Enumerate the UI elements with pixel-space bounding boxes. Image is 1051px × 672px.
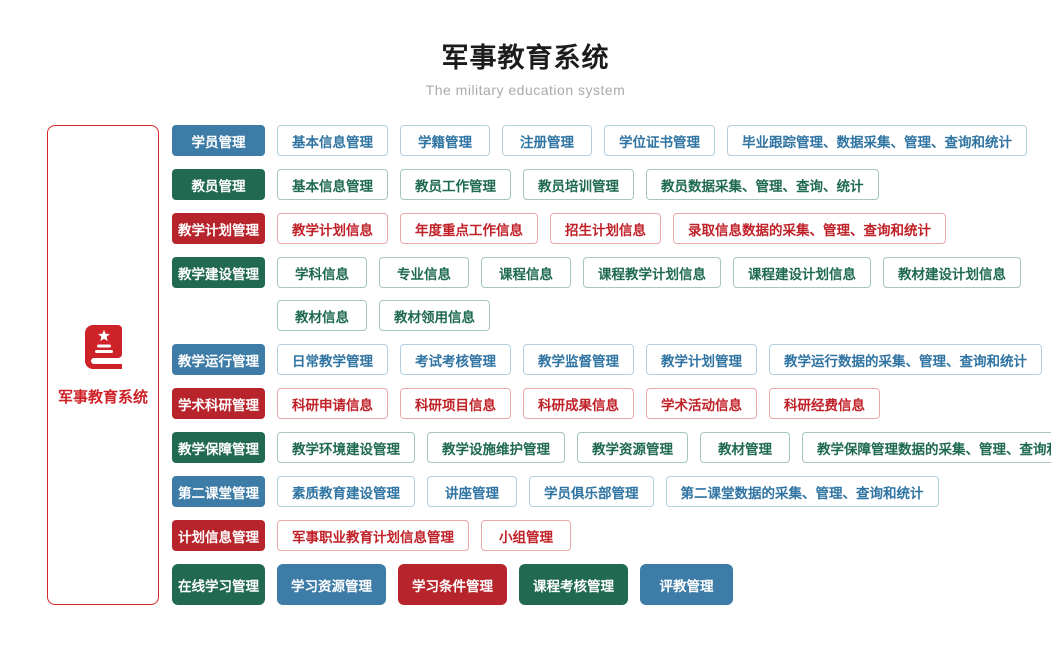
module-button[interactable]: 基本信息管理	[277, 169, 388, 200]
items-line: 学科信息专业信息课程信息课程教学计划信息课程建设计划信息教材建设计划信息	[277, 257, 1021, 288]
items-line: 科研申请信息科研项目信息科研成果信息学术活动信息科研经费信息	[277, 388, 880, 419]
module-button[interactable]: 教学运行数据的采集、管理、查询和统计	[769, 344, 1042, 375]
category-button[interactable]: 教学运行管理	[172, 344, 265, 375]
module-button[interactable]: 学位证书管理	[604, 125, 715, 156]
module-button[interactable]: 考试考核管理	[400, 344, 511, 375]
rows: 学员管理基本信息管理学籍管理注册管理学位证书管理毕业跟踪管理、数据采集、管理、查…	[172, 125, 1051, 605]
module-button[interactable]: 科研经费信息	[769, 388, 880, 419]
book-star-icon	[80, 323, 126, 374]
items-line: 军事职业教育计划信息管理小组管理	[277, 520, 571, 551]
category-button[interactable]: 学员管理	[172, 125, 265, 156]
module-button[interactable]: 科研申请信息	[277, 388, 388, 419]
module-button[interactable]: 课程建设计划信息	[733, 257, 871, 288]
category-button[interactable]: 计划信息管理	[172, 520, 265, 551]
category-items: 日常教学管理考试考核管理教学监督管理教学计划管理教学运行数据的采集、管理、查询和…	[277, 344, 1042, 375]
category-row: 教学保障管理教学环境建设管理教学设施维护管理教学资源管理教材管理教学保障管理数据…	[172, 432, 1051, 463]
module-button[interactable]: 教材信息	[277, 300, 367, 331]
module-button[interactable]: 第二课堂数据的采集、管理、查询和统计	[665, 476, 939, 507]
module-button[interactable]: 课程信息	[481, 257, 571, 288]
category-button[interactable]: 教学建设管理	[172, 257, 265, 288]
category-button[interactable]: 学术科研管理	[172, 388, 265, 419]
module-button[interactable]: 课程教学计划信息	[583, 257, 721, 288]
module-button[interactable]: 学科信息	[277, 257, 367, 288]
module-button[interactable]: 年度重点工作信息	[400, 213, 538, 244]
module-button[interactable]: 教学监督管理	[523, 344, 634, 375]
items-line: 素质教育建设管理讲座管理学员俱乐部管理第二课堂数据的采集、管理、查询和统计	[277, 476, 939, 507]
module-button[interactable]: 教学计划管理	[646, 344, 757, 375]
category-button[interactable]: 教学保障管理	[172, 432, 265, 463]
module-button[interactable]: 录取信息数据的采集、管理、查询和统计	[673, 213, 946, 244]
category-row: 教学计划管理教学计划信息年度重点工作信息招生计划信息录取信息数据的采集、管理、查…	[172, 213, 1051, 244]
items-line: 基本信息管理学籍管理注册管理学位证书管理毕业跟踪管理、数据采集、管理、查询和统计	[277, 125, 1027, 156]
module-button[interactable]: 日常教学管理	[277, 344, 388, 375]
category-row: 第二课堂管理素质教育建设管理讲座管理学员俱乐部管理第二课堂数据的采集、管理、查询…	[172, 476, 1051, 507]
category-button[interactable]: 教学计划管理	[172, 213, 265, 244]
module-button[interactable]: 招生计划信息	[550, 213, 661, 244]
module-button[interactable]: 评教管理	[640, 564, 733, 605]
module-button[interactable]: 教材建设计划信息	[883, 257, 1021, 288]
module-button[interactable]: 教员培训管理	[523, 169, 634, 200]
items-line: 教学环境建设管理教学设施维护管理教学资源管理教材管理教学保障管理数据的采集、管理…	[277, 432, 1051, 463]
category-row: 计划信息管理军事职业教育计划信息管理小组管理	[172, 520, 1051, 551]
module-button[interactable]: 教学环境建设管理	[277, 432, 415, 463]
module-button[interactable]: 基本信息管理	[277, 125, 388, 156]
items-line: 日常教学管理考试考核管理教学监督管理教学计划管理教学运行数据的采集、管理、查询和…	[277, 344, 1042, 375]
category-row: 教学建设管理学科信息专业信息课程信息课程教学计划信息课程建设计划信息教材建设计划…	[172, 257, 1051, 331]
category-items: 科研申请信息科研项目信息科研成果信息学术活动信息科研经费信息	[277, 388, 880, 419]
module-button[interactable]: 小组管理	[481, 520, 571, 551]
category-button[interactable]: 教员管理	[172, 169, 265, 200]
category-items: 基本信息管理学籍管理注册管理学位证书管理毕业跟踪管理、数据采集、管理、查询和统计	[277, 125, 1027, 156]
module-button[interactable]: 学员俱乐部管理	[529, 476, 654, 507]
category-items: 军事职业教育计划信息管理小组管理	[277, 520, 571, 551]
category-items: 教学计划信息年度重点工作信息招生计划信息录取信息数据的采集、管理、查询和统计	[277, 213, 946, 244]
items-line: 教学计划信息年度重点工作信息招生计划信息录取信息数据的采集、管理、查询和统计	[277, 213, 946, 244]
module-button[interactable]: 注册管理	[502, 125, 592, 156]
system-root-card[interactable]: 军事教育系统	[47, 125, 159, 605]
category-items: 教学环境建设管理教学设施维护管理教学资源管理教材管理教学保障管理数据的采集、管理…	[277, 432, 1051, 463]
category-items: 学科信息专业信息课程信息课程教学计划信息课程建设计划信息教材建设计划信息教材信息…	[277, 257, 1021, 331]
diagram-content: 军事教育系统 学员管理基本信息管理学籍管理注册管理学位证书管理毕业跟踪管理、数据…	[47, 125, 1051, 605]
module-button[interactable]: 科研成果信息	[523, 388, 634, 419]
module-button[interactable]: 教员数据采集、管理、查询、统计	[646, 169, 879, 200]
category-row: 学员管理基本信息管理学籍管理注册管理学位证书管理毕业跟踪管理、数据采集、管理、查…	[172, 125, 1051, 156]
category-items: 素质教育建设管理讲座管理学员俱乐部管理第二课堂数据的采集、管理、查询和统计	[277, 476, 939, 507]
category-row: 教员管理基本信息管理教员工作管理教员培训管理教员数据采集、管理、查询、统计	[172, 169, 1051, 200]
page-title: 军事教育系统	[441, 43, 610, 73]
module-button[interactable]: 学术活动信息	[646, 388, 757, 419]
category-row: 在线学习管理学习资源管理学习条件管理课程考核管理评教管理	[172, 564, 1051, 605]
module-button[interactable]: 学习条件管理	[398, 564, 507, 605]
module-button[interactable]: 教材领用信息	[379, 300, 490, 331]
category-row: 学术科研管理科研申请信息科研项目信息科研成果信息学术活动信息科研经费信息	[172, 388, 1051, 419]
category-items: 基本信息管理教员工作管理教员培训管理教员数据采集、管理、查询、统计	[277, 169, 879, 200]
page-header: 军事教育系统 The military education system	[0, 36, 1051, 98]
category-row: 教学运行管理日常教学管理考试考核管理教学监督管理教学计划管理教学运行数据的采集、…	[172, 344, 1051, 375]
module-button[interactable]: 教学保障管理数据的采集、管理、查询和统计	[802, 432, 1051, 463]
category-button[interactable]: 在线学习管理	[172, 564, 265, 605]
module-button[interactable]: 教学设施维护管理	[427, 432, 565, 463]
page-subtitle: The military education system	[425, 82, 626, 98]
category-items: 学习资源管理学习条件管理课程考核管理评教管理	[277, 564, 733, 605]
module-button[interactable]: 素质教育建设管理	[277, 476, 415, 507]
module-button[interactable]: 毕业跟踪管理、数据采集、管理、查询和统计	[727, 125, 1027, 156]
module-button[interactable]: 教学资源管理	[577, 432, 688, 463]
system-root-label: 军事教育系统	[57, 389, 148, 406]
items-line: 教材信息教材领用信息	[277, 300, 1021, 331]
module-button[interactable]: 科研项目信息	[400, 388, 511, 419]
items-line: 基本信息管理教员工作管理教员培训管理教员数据采集、管理、查询、统计	[277, 169, 879, 200]
module-button[interactable]: 讲座管理	[427, 476, 517, 507]
items-line: 学习资源管理学习条件管理课程考核管理评教管理	[277, 564, 733, 605]
module-button[interactable]: 学籍管理	[400, 125, 490, 156]
category-button[interactable]: 第二课堂管理	[172, 476, 265, 507]
module-button[interactable]: 学习资源管理	[277, 564, 386, 605]
module-button[interactable]: 教员工作管理	[400, 169, 511, 200]
module-button[interactable]: 教材管理	[700, 432, 790, 463]
module-button[interactable]: 课程考核管理	[519, 564, 628, 605]
module-button[interactable]: 军事职业教育计划信息管理	[277, 520, 469, 551]
module-button[interactable]: 教学计划信息	[277, 213, 388, 244]
module-button[interactable]: 专业信息	[379, 257, 469, 288]
